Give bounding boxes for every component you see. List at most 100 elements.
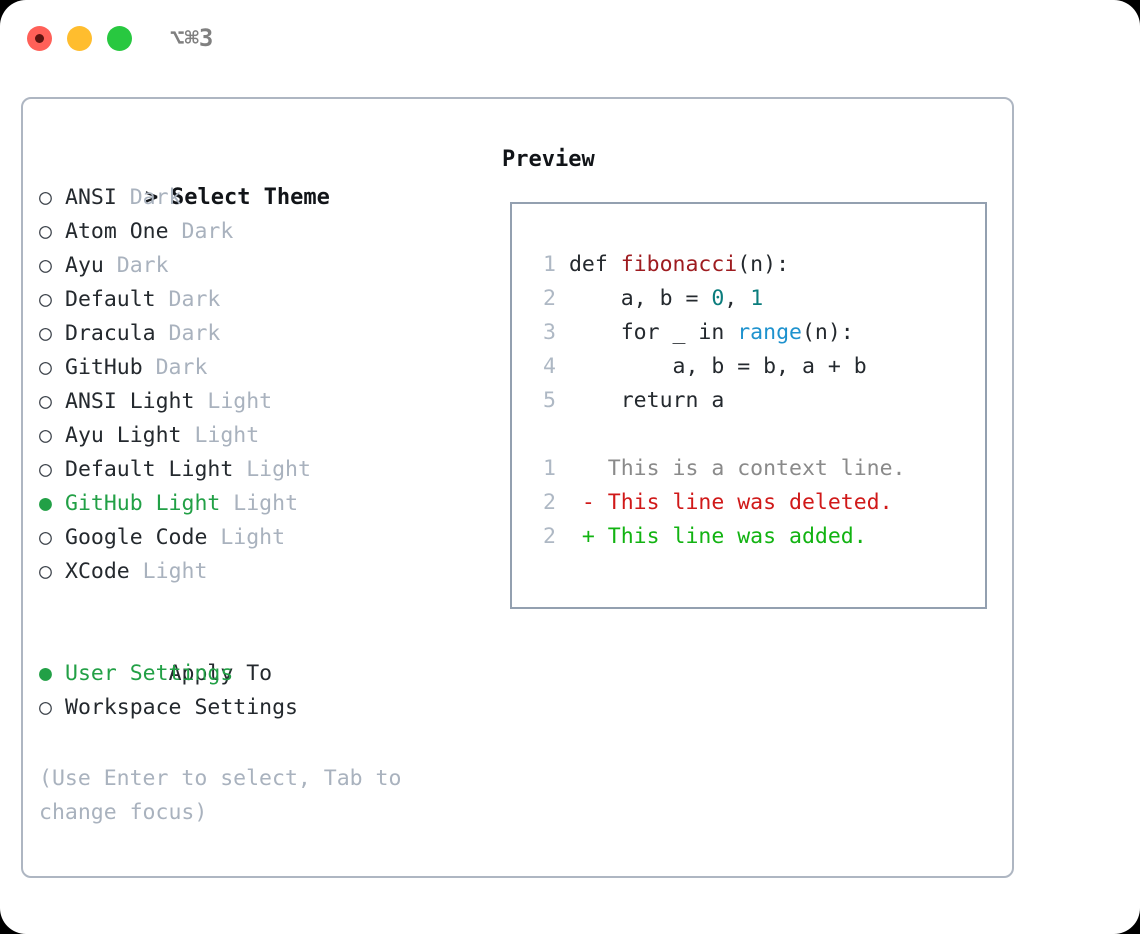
theme-list-item[interactable]: ○Ayu Dark bbox=[39, 249, 489, 283]
radio-selected-icon[interactable]: ● bbox=[39, 491, 52, 516]
line-number: 1 bbox=[543, 456, 556, 481]
theme-list-item[interactable]: ○ ANSI Dark bbox=[39, 181, 489, 215]
title-bar: ⌥⌘3 bbox=[0, 0, 1140, 78]
radio-unselected-icon[interactable]: ○ bbox=[39, 355, 52, 380]
theme-name-label: Dracula bbox=[65, 321, 156, 346]
theme-variant-tag: Dark bbox=[142, 355, 208, 380]
line-number: 4 bbox=[543, 354, 556, 379]
theme-variant-tag: Light bbox=[194, 389, 273, 414]
apply-to-label: Workspace Settings bbox=[65, 695, 298, 720]
keyboard-shortcut-label: ⌥⌘3 bbox=[170, 24, 214, 52]
diff-sign: + bbox=[556, 524, 595, 549]
theme-list-item[interactable]: ○Google Code Light bbox=[39, 521, 489, 555]
keyboard-hint-text: (Use Enter to select, Tab to change focu… bbox=[39, 766, 402, 825]
theme-name-label: ANSI bbox=[65, 185, 117, 210]
theme-picker-column: >Select Theme ○ANSI Dark○Atom One Dark○A… bbox=[39, 147, 489, 725]
theme-variant-tag: Dark bbox=[116, 185, 182, 210]
radio-unselected-icon[interactable]: ○ bbox=[39, 525, 52, 550]
code-token: , bbox=[724, 286, 751, 311]
radio-unselected-icon[interactable]: ○ bbox=[39, 287, 52, 312]
code-token: range bbox=[737, 320, 802, 345]
theme-name-label: GitHub Light bbox=[65, 491, 221, 516]
theme-variant-tag: Dark bbox=[155, 287, 221, 312]
radio-unselected-icon[interactable]: ○ bbox=[39, 321, 52, 346]
theme-name-label: Atom One bbox=[65, 219, 169, 244]
code-line: 5 return a bbox=[528, 384, 906, 418]
code-blank-line bbox=[528, 418, 906, 452]
apply-to-heading: Apply To bbox=[39, 623, 489, 686]
theme-name-label: ANSI Light bbox=[65, 389, 195, 414]
theme-variant-tag: Light bbox=[129, 559, 208, 584]
code-token: fibonacci bbox=[620, 252, 738, 277]
code-line: 4 a, b = b, a + b bbox=[528, 350, 906, 384]
apply-to-title: Apply To bbox=[168, 661, 273, 686]
code-token: 1 bbox=[750, 286, 764, 311]
line-number: 3 bbox=[543, 320, 556, 345]
theme-list-item[interactable]: ○Default Light Light bbox=[39, 453, 489, 487]
theme-list-item[interactable]: ○ ANSI Light Light bbox=[39, 385, 489, 419]
theme-list-item[interactable]: ○ Atom One Dark bbox=[39, 215, 489, 249]
select-theme-title: Select Theme bbox=[170, 185, 330, 210]
line-number: 2 bbox=[543, 286, 556, 311]
radio-unselected-icon[interactable]: ○ bbox=[39, 559, 52, 584]
theme-variant-tag: Light bbox=[181, 423, 260, 448]
radio-selected-icon[interactable]: ● bbox=[39, 661, 52, 686]
theme-list-item[interactable]: ○Dracula Dark bbox=[39, 317, 489, 351]
radio-unselected-icon[interactable]: ○ bbox=[39, 695, 52, 720]
theme-list-item[interactable]: ○Default Dark bbox=[39, 283, 489, 317]
line-number: 1 bbox=[543, 252, 556, 277]
code-indent bbox=[556, 286, 621, 311]
diff-text: This is a context line. bbox=[594, 456, 906, 481]
theme-list: ○ANSI Dark○Atom One Dark○Ayu Dark○Defaul… bbox=[39, 181, 489, 589]
radio-unselected-icon[interactable]: ○ bbox=[39, 457, 52, 482]
radio-unselected-icon[interactable]: ○ bbox=[39, 185, 52, 210]
code-token: (n): bbox=[737, 252, 790, 277]
theme-list-item[interactable]: ○Ayu Light Light bbox=[39, 419, 489, 453]
radio-unselected-icon[interactable]: ○ bbox=[39, 219, 52, 244]
maximize-window-button[interactable] bbox=[107, 26, 132, 51]
theme-name-label: GitHub bbox=[65, 355, 143, 380]
apply-to-option[interactable]: ● User Settings bbox=[39, 657, 489, 691]
code-indent bbox=[556, 320, 621, 345]
code-token: for _ in bbox=[620, 320, 738, 345]
apply-to-label: User Settings bbox=[65, 661, 234, 686]
line-number: 2 bbox=[543, 524, 556, 549]
theme-list-item[interactable]: ○ GitHub Dark bbox=[39, 351, 489, 385]
close-window-icon bbox=[35, 34, 44, 43]
theme-variant-tag: Dark bbox=[168, 219, 234, 244]
diff-sign: - bbox=[556, 490, 595, 515]
code-line: 1 def fibonacci(n): bbox=[528, 248, 906, 282]
diff-line: 2 - This line was deleted. bbox=[528, 486, 906, 520]
code-token: return a bbox=[620, 388, 725, 413]
minimize-window-button[interactable] bbox=[67, 26, 92, 51]
diff-line: 2 + This line was added. bbox=[528, 520, 906, 554]
code-token: a, b = bbox=[620, 286, 712, 311]
code-token: 0 bbox=[711, 286, 725, 311]
radio-unselected-icon[interactable]: ○ bbox=[39, 423, 52, 448]
theme-variant-tag: Light bbox=[233, 457, 311, 482]
diff-line: 1 This is a context line. bbox=[528, 452, 906, 486]
code-indent bbox=[556, 354, 673, 379]
diff-text: This line was deleted. bbox=[594, 490, 893, 515]
theme-list-item[interactable]: ○XCode Light bbox=[39, 555, 489, 589]
theme-list-item[interactable]: ● GitHub Light Light bbox=[39, 487, 489, 521]
theme-variant-tag: Dark bbox=[103, 253, 169, 278]
apply-to-option[interactable]: ○ Workspace Settings bbox=[39, 691, 489, 725]
select-theme-heading: > Select Theme bbox=[39, 147, 489, 210]
radio-unselected-icon[interactable]: ○ bbox=[39, 389, 52, 414]
code-token: a, b = b, a + b bbox=[672, 354, 867, 379]
theme-variant-tag: Light bbox=[220, 491, 299, 516]
code-indent bbox=[556, 252, 569, 277]
code-token: (n): bbox=[801, 320, 854, 345]
theme-name-label: Google Code bbox=[65, 525, 208, 550]
focus-marker-icon: > bbox=[144, 185, 159, 210]
code-line: 3 for _ in range(n): bbox=[528, 316, 906, 350]
code-line: 2 a, b = 0, 1 bbox=[528, 282, 906, 316]
line-number: 2 bbox=[543, 490, 556, 515]
radio-unselected-icon[interactable]: ○ bbox=[39, 253, 52, 278]
line-number: 5 bbox=[543, 388, 556, 413]
code-indent bbox=[556, 388, 621, 413]
preview-heading: Preview bbox=[502, 147, 595, 172]
